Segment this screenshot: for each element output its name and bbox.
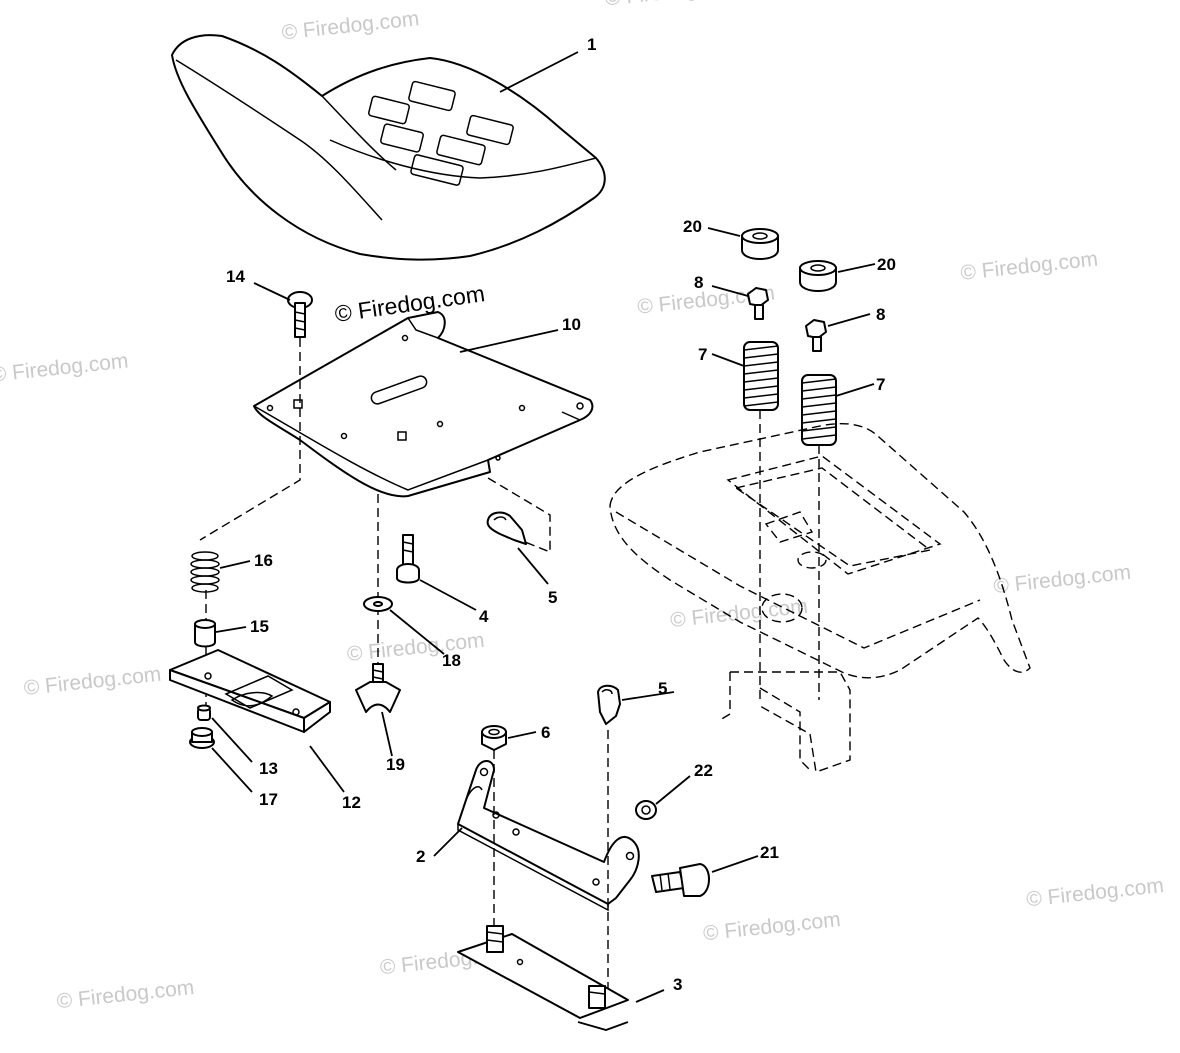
coil-spring-part-left (743, 341, 779, 411)
shoulder-bolt-part (396, 534, 420, 584)
watermark: © Firedog.com (23, 663, 163, 700)
watermark: © Firedog.com (56, 976, 196, 1013)
hex-nut-part (481, 725, 507, 751)
washer-part (363, 596, 393, 612)
clip-part-upper (486, 511, 527, 545)
callout-14: 14 (226, 267, 245, 286)
watermark: © Firedog.com (702, 908, 842, 945)
callout-3: 3 (673, 975, 682, 994)
callout-22: 22 (694, 761, 713, 780)
callout-7-left: 7 (698, 345, 707, 364)
base-plate-part (457, 925, 629, 1019)
callout-2: 2 (416, 847, 425, 866)
callout-19: 19 (386, 755, 405, 774)
coil-spring-part-right (801, 374, 837, 446)
spacer-part (197, 704, 211, 721)
callout-13: 13 (259, 759, 278, 778)
spring-small-part (190, 551, 220, 593)
callout-5-lower: 5 (658, 679, 667, 698)
callout-17: 17 (259, 790, 278, 809)
callout-10: 10 (562, 315, 581, 334)
shoulder-screw-part-left (747, 287, 769, 320)
callout-6: 6 (541, 723, 550, 742)
rubber-bumper-part-right (799, 260, 837, 292)
shoulder-screw-part-right (805, 319, 827, 352)
callout-21: 21 (760, 843, 779, 862)
adjustment-knob-part (355, 663, 401, 713)
watermark: © Firedog.com (604, 0, 744, 10)
bushing-part (194, 619, 216, 648)
leader-lines (211, 51, 876, 1031)
callout-12: 12 (342, 793, 361, 812)
callout-16: 16 (254, 551, 273, 570)
callout-20-left: 20 (683, 217, 702, 236)
flange-nut-part (189, 727, 215, 749)
hex-bolt-part (651, 863, 710, 897)
callout-1: 1 (587, 35, 596, 54)
watermark: © Firedog.com (1025, 874, 1165, 911)
watermark: © Firedog.com (346, 629, 486, 666)
callout-15: 15 (250, 617, 269, 636)
callout-5-upper: 5 (548, 588, 557, 607)
watermark: © Firedog.com (281, 7, 421, 44)
watermark: © Firedog.com (669, 595, 809, 632)
callout-labels: 1 14 10 20 20 8 8 7 7 16 15 5 4 18 19 6 … (226, 35, 896, 994)
watermark: © Firedog.com (959, 248, 1099, 285)
watermark: © Firedog.com (0, 349, 129, 386)
slide-bracket-part (169, 649, 331, 733)
callout-20-right: 20 (877, 255, 896, 274)
lock-nut-part (635, 800, 657, 820)
hinge-bracket-part (457, 760, 640, 912)
carriage-bolt-part (287, 291, 313, 338)
callout-8-left: 8 (694, 273, 703, 292)
watermark: © Firedog.com (992, 561, 1132, 598)
callout-18: 18 (442, 651, 461, 670)
callout-4: 4 (479, 607, 489, 626)
seat-part (171, 34, 606, 261)
rubber-bumper-part-left (741, 228, 779, 260)
seat-pan-part (253, 311, 594, 498)
clip-part-lower (597, 684, 621, 725)
callout-8-right: 8 (876, 305, 885, 324)
callout-7-right: 7 (876, 375, 885, 394)
fender-outline (609, 423, 1031, 773)
